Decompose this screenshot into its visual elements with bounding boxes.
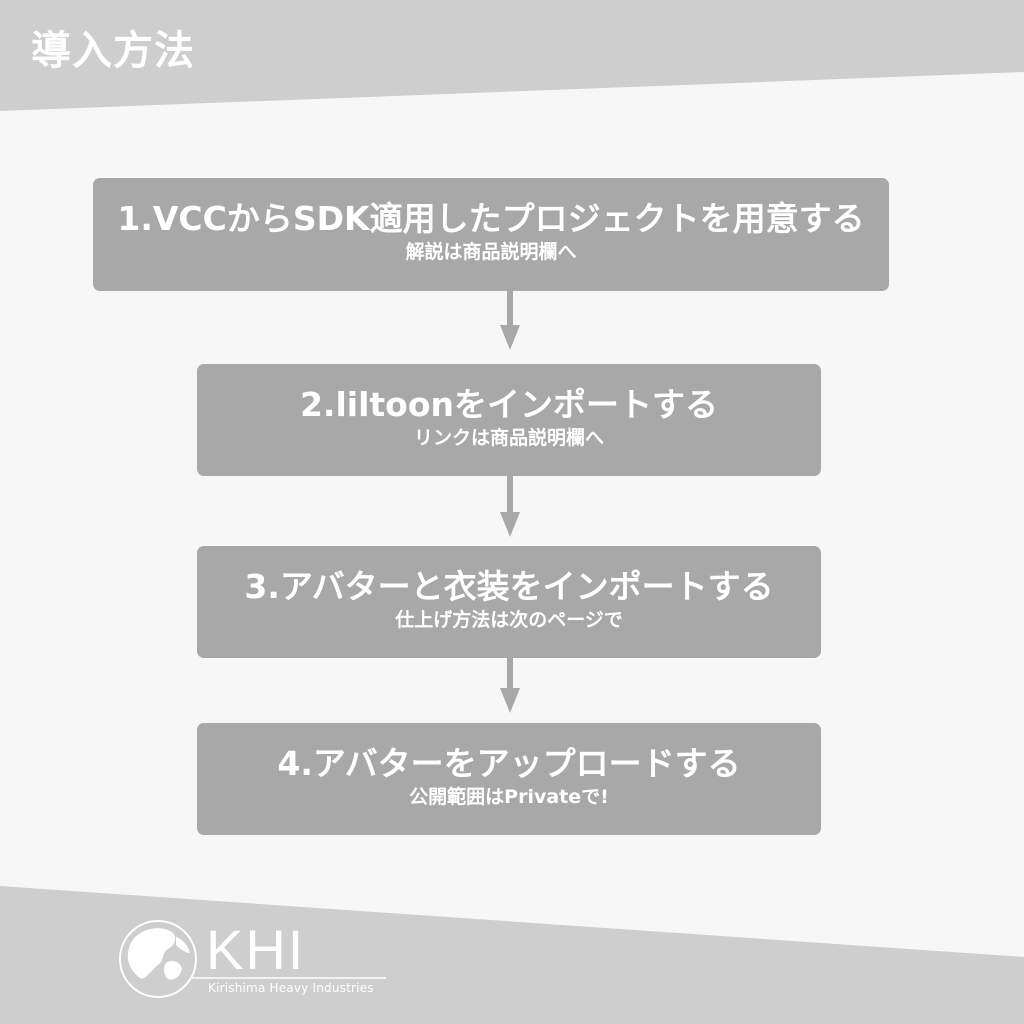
step-box-3: 3.アバターと衣装をインポートする 仕上げ方法は次のページで [197, 546, 821, 658]
arrow-down-icon [500, 476, 520, 538]
arrow-down-icon [500, 291, 520, 351]
step-subtitle: 解説は商品説明欄へ [405, 240, 577, 263]
step-subtitle: 公開範囲はPrivateで! [409, 786, 609, 808]
khi-logo: KHI Kirishima Heavy Industries [116, 916, 396, 1006]
arrow-down-icon [500, 658, 520, 714]
page-title: 導入方法 [31, 28, 195, 74]
step-title: 1.VCCからSDK適用したプロジェクトを用意する [117, 198, 865, 238]
step-title: 3.アバターと衣装をインポートする [244, 567, 774, 606]
step-title: 2.liltoonをインポートする [299, 385, 719, 424]
logo-divider [190, 977, 386, 979]
step-title: 4.アバターをアップロードする [277, 744, 741, 783]
logo-text: KHI [206, 918, 306, 981]
logo-subtitle: Kirishima Heavy Industries [208, 981, 374, 995]
step-box-1: 1.VCCからSDK適用したプロジェクトを用意する 解説は商品説明欄へ [93, 178, 889, 291]
step-subtitle: リンクは商品説明欄へ [413, 427, 604, 449]
step-box-2: 2.liltoonをインポートする リンクは商品説明欄へ [197, 364, 821, 476]
step-subtitle: 仕上げ方法は次のページで [395, 609, 623, 631]
step-box-4: 4.アバターをアップロードする 公開範囲はPrivateで! [197, 723, 821, 835]
globe-icon [118, 919, 198, 1003]
